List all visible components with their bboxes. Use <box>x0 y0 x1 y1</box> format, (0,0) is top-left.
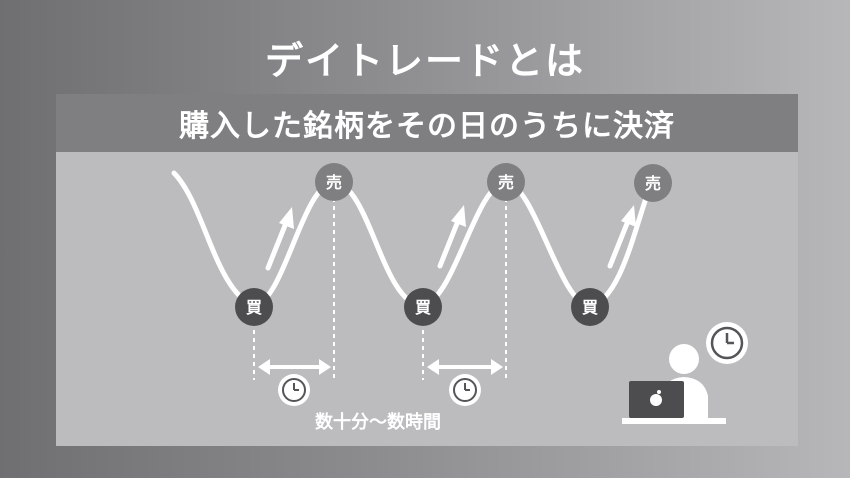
sell-label: 売 <box>326 173 342 192</box>
sell-label: 売 <box>645 174 661 193</box>
up-arrow-icon <box>607 205 636 269</box>
duration-double-arrow <box>258 359 331 375</box>
buy-label: 買 <box>582 298 598 317</box>
clock-icon <box>449 374 481 406</box>
duration-label: 数十分〜数時間 <box>315 411 441 433</box>
up-arrow-icon <box>265 207 294 271</box>
person-at-laptop-icon <box>622 344 726 424</box>
buy-marker: 買 <box>404 288 442 326</box>
page-title: デイトレードとは <box>264 39 585 83</box>
subtitle-banner: 購入した銘柄をその日のうちに決済 <box>56 94 798 152</box>
buy-label: 買 <box>246 298 262 317</box>
buy-label: 買 <box>415 298 431 317</box>
price-wave <box>171 170 656 309</box>
sell-label: 売 <box>498 173 514 192</box>
sell-marker: 売 <box>487 163 525 201</box>
up-arrow-icon <box>437 205 466 269</box>
buy-marker: 買 <box>235 288 273 326</box>
duration-double-arrow <box>427 359 503 375</box>
clock-icon <box>278 374 310 406</box>
sell-marker: 売 <box>634 164 672 202</box>
subtitle-text: 購入した銘柄をその日のうちに決済 <box>179 109 675 144</box>
sell-marker: 売 <box>315 163 353 201</box>
clock-icon <box>706 322 748 364</box>
buy-marker: 買 <box>571 288 609 326</box>
guide-lines <box>253 198 507 380</box>
